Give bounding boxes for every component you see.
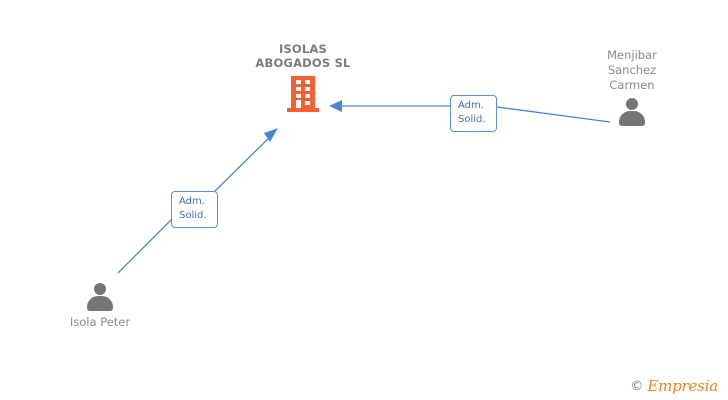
building-window <box>296 94 301 98</box>
person-name-label: Isola Peter <box>69 315 131 329</box>
edge-label-to-company-segment <box>214 135 272 192</box>
person-head <box>626 98 638 110</box>
person-node-menjibar-sanchez-carmen[interactable]: Menjibar Sanchez Carmen <box>572 48 692 126</box>
building-base <box>287 108 319 112</box>
relation-label-menjibar[interactable]: Adm. Solid. <box>450 95 497 132</box>
arrowhead-to-company-upright <box>264 128 278 142</box>
brand-label: Empresia <box>647 377 718 395</box>
person-icon <box>85 283 115 311</box>
company-icon-wrap <box>228 76 378 112</box>
person-node-isola-peter[interactable]: Isola Peter <box>40 283 160 330</box>
relation-label-isola[interactable]: Adm. Solid. <box>171 191 218 228</box>
person-shoulders <box>87 296 113 311</box>
building-window <box>296 87 301 91</box>
watermark: © Empresia <box>630 379 718 394</box>
building-window <box>296 80 301 84</box>
person-name-label: Menjibar Sanchez Carmen <box>607 48 657 92</box>
person-icon-wrap <box>40 283 160 311</box>
copyright-icon: © <box>630 379 644 394</box>
building-window <box>305 94 310 98</box>
building-window <box>305 101 310 105</box>
person-icon <box>617 98 647 126</box>
person-head <box>94 283 106 295</box>
building-icon <box>287 76 319 112</box>
building-body <box>291 76 315 108</box>
building-door <box>296 100 301 108</box>
building-window <box>305 87 310 91</box>
person-shoulders <box>619 111 645 126</box>
company-name-label: ISOLAS ABOGADOS SL <box>255 42 351 70</box>
person-icon-wrap <box>572 98 692 126</box>
company-node[interactable]: ISOLAS ABOGADOS SL <box>228 42 378 112</box>
building-window <box>305 80 310 84</box>
edge-isola-to-label-segment <box>117 213 178 274</box>
